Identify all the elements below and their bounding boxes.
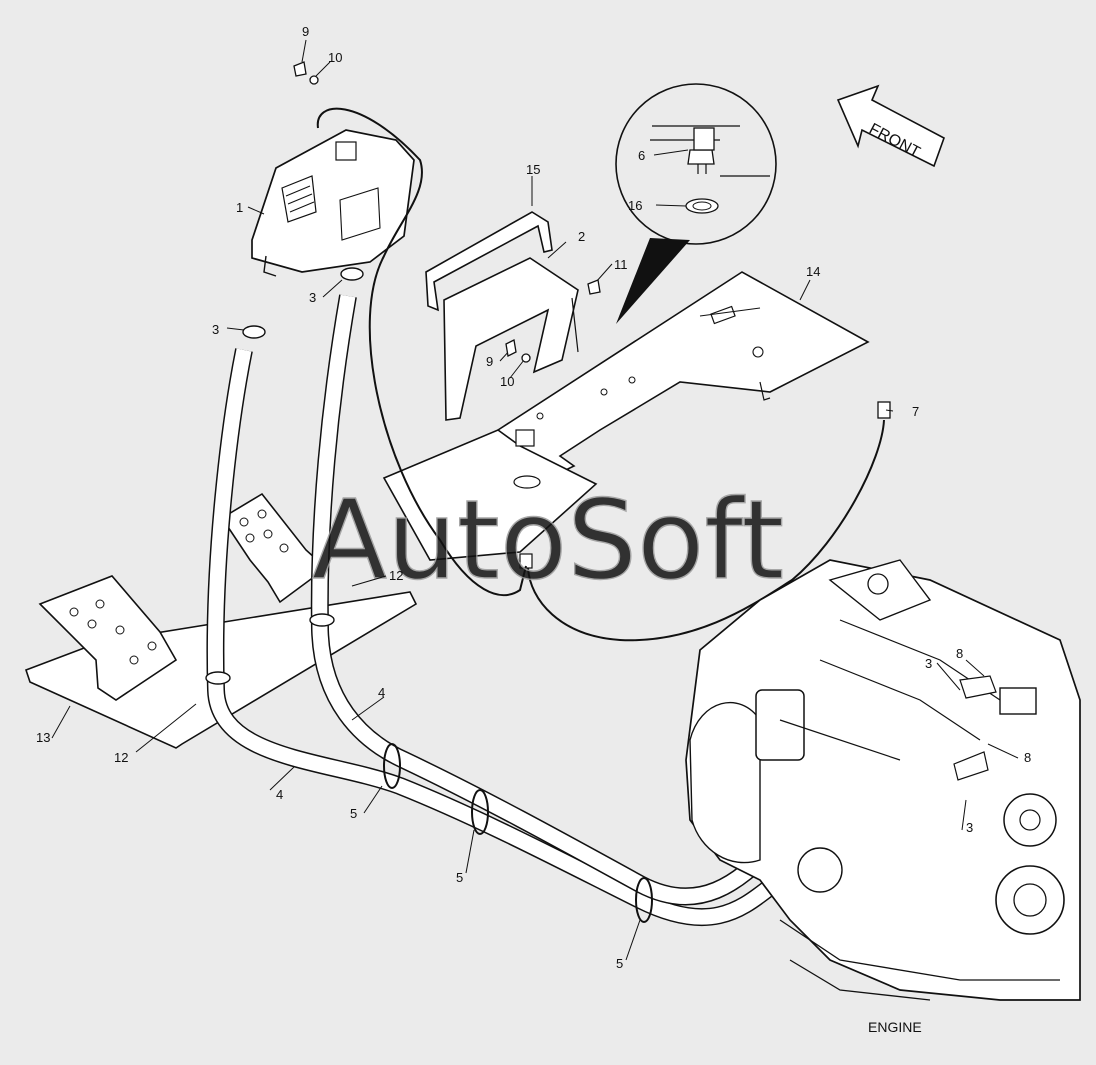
callout-8: 8 (1024, 750, 1031, 765)
callout-9: 9 (486, 354, 493, 369)
callout-3: 3 (212, 322, 219, 337)
callout-2: 2 (578, 229, 585, 244)
callout-16: 16 (628, 198, 642, 213)
callout-6: 6 (638, 148, 645, 163)
callout-15: 15 (526, 162, 540, 177)
callout-5: 5 (616, 956, 623, 971)
callout-12: 12 (389, 568, 403, 583)
callout-3: 3 (925, 656, 932, 671)
hose-clamps (205, 267, 364, 685)
callout-8: 8 (956, 646, 963, 661)
hardware (293, 61, 601, 363)
callout-13: 13 (36, 730, 50, 745)
callout-7: 7 (912, 404, 919, 419)
callout-4: 4 (378, 685, 385, 700)
heater-unit (251, 129, 415, 277)
handle (425, 211, 553, 312)
callout-3: 3 (309, 290, 316, 305)
callout-14: 14 (806, 264, 820, 279)
callout-9: 9 (302, 24, 309, 39)
callout-1: 1 (236, 200, 243, 215)
callouts: 1 2 3 3 3 3 4 4 5 5 5 6 7 8 8 9 9 10 10 … (36, 24, 1031, 971)
hose-straps (383, 743, 653, 923)
callout-5: 5 (456, 870, 463, 885)
mounting-plate (382, 271, 870, 569)
watermark: AutoSoft (312, 476, 784, 604)
detail-circle (615, 83, 777, 324)
callout-10: 10 (328, 50, 342, 65)
callout-10: 10 (500, 374, 514, 389)
callout-5: 5 (350, 806, 357, 821)
pedal-holes (69, 509, 289, 665)
callout-3: 3 (966, 820, 973, 835)
front-arrow: FRONT (836, 84, 945, 168)
engine-label: ENGINE (868, 1019, 922, 1035)
engine (685, 559, 1081, 1001)
wiring-harness (316, 107, 891, 642)
callout-4: 4 (276, 787, 283, 802)
callout-11: 11 (614, 257, 628, 272)
callout-12: 12 (114, 750, 128, 765)
heater-bracket (443, 257, 579, 421)
